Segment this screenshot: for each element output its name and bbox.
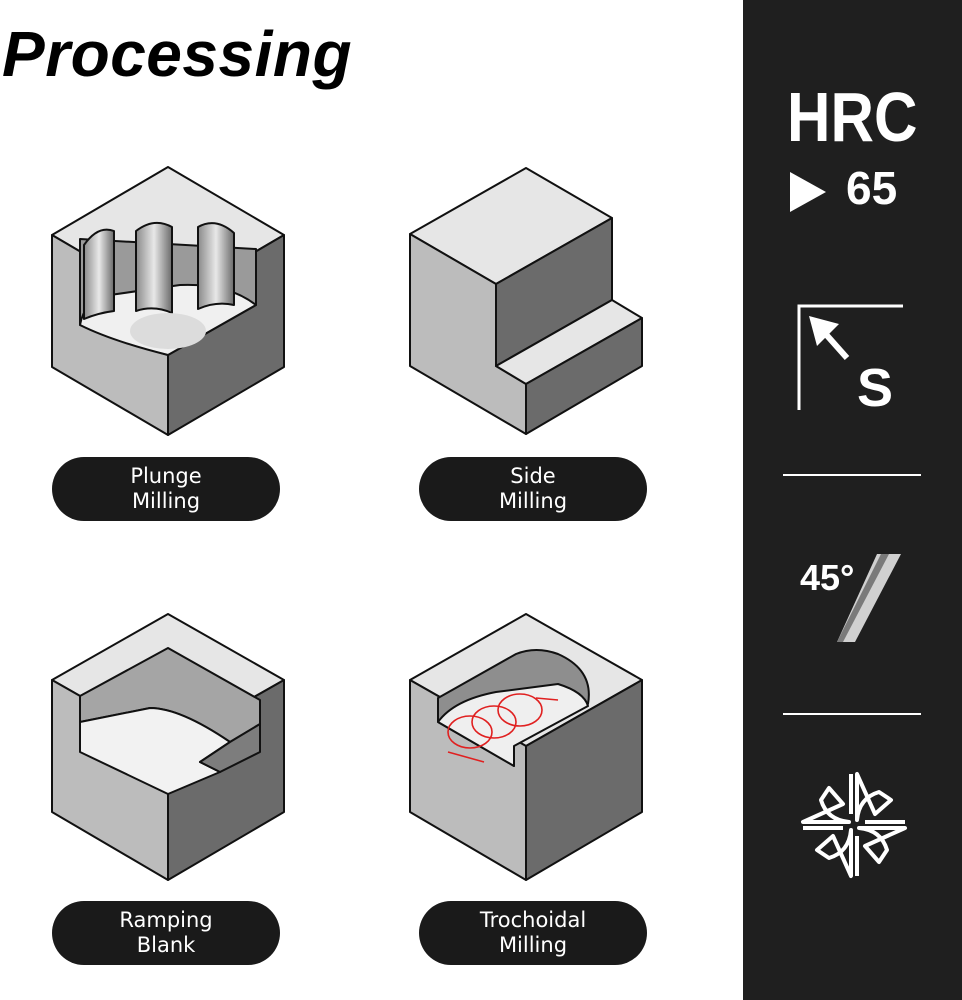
helix-angle-icon: S: [797, 304, 903, 412]
angle-icon: [837, 554, 901, 642]
spec-sidebar: HRC 65 S 45°: [743, 0, 962, 1000]
ramping-blank-block: [51, 613, 285, 881]
hrc-value: 65: [846, 162, 898, 214]
side-milling-label: Side Milling: [419, 457, 647, 521]
page-title: Processing: [2, 18, 353, 90]
ramping-blank-label: Ramping Blank: [52, 901, 280, 965]
triangle-icon: [790, 172, 826, 212]
plunge-milling-block: [51, 166, 285, 436]
divider: [783, 713, 921, 715]
plunge-milling-label: Plunge Milling: [52, 457, 280, 521]
four-flute-icon: [801, 772, 907, 878]
divider: [783, 474, 921, 476]
trochoidal-milling-label: Trochoidal Milling: [419, 901, 647, 965]
hrc-label: HRC: [787, 78, 918, 156]
side-milling-block: [409, 167, 643, 435]
trochoidal-milling-block: [409, 613, 643, 881]
helix-label: S: [857, 358, 893, 412]
angle-label: 45°: [800, 557, 855, 598]
